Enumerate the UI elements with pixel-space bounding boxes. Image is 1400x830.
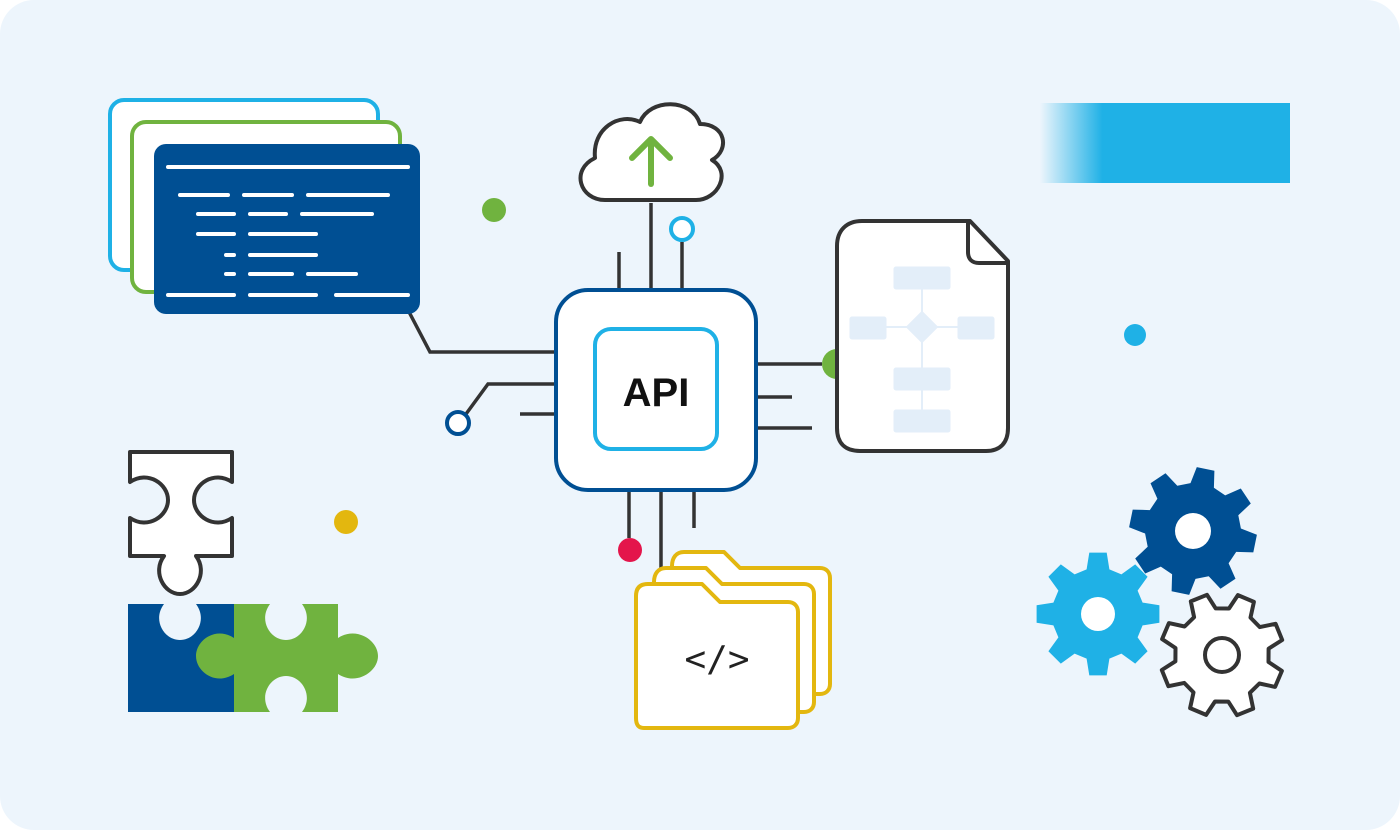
left-node <box>445 410 471 436</box>
connector-left-node <box>464 382 556 416</box>
code-glyph: </> <box>684 639 749 680</box>
top-node <box>669 216 695 242</box>
gradient-bar <box>1040 103 1290 183</box>
gear-sky-blue <box>1036 552 1160 676</box>
gear-outline <box>1159 592 1285 718</box>
code-folders-icon: </> <box>634 550 832 730</box>
puzzle-pieces-icon <box>128 450 378 712</box>
connector-lines <box>406 203 822 580</box>
api-chip-icon: API <box>554 288 758 492</box>
gears-icon <box>1036 467 1285 718</box>
gear-navy <box>1129 467 1257 595</box>
decor-dot-blue <box>1124 324 1146 346</box>
red-node <box>618 538 642 562</box>
flowchart-document-icon <box>835 219 1010 453</box>
cloud-upload-icon <box>578 102 725 202</box>
decor-dot-yellow <box>334 510 358 534</box>
connector-code-window <box>406 309 556 354</box>
api-label: API <box>623 371 690 415</box>
decor-dot-green <box>482 198 506 222</box>
code-window-stack-icon <box>108 98 420 314</box>
